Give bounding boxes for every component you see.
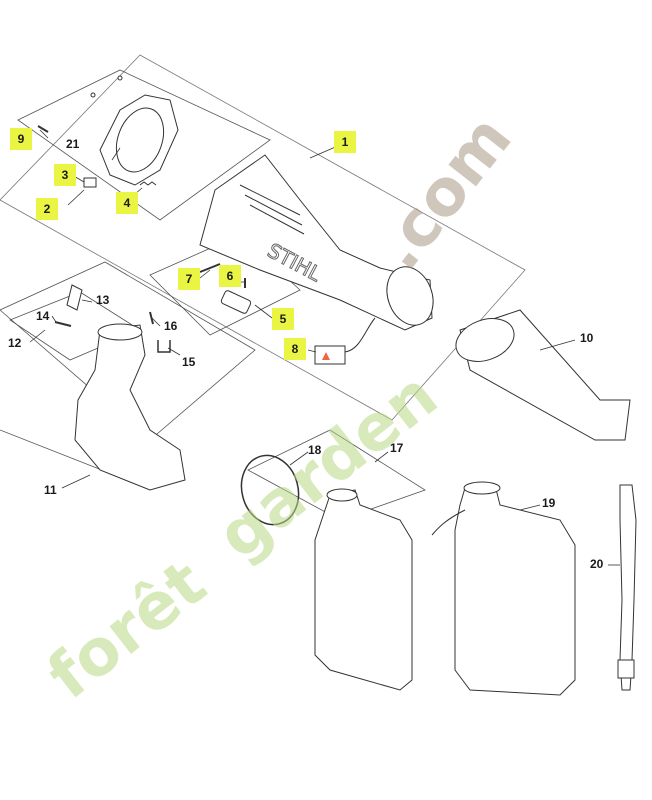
callout-21: 21 [66, 137, 80, 151]
callout-11: 11 [44, 483, 57, 497]
pin-part-14 [54, 321, 72, 327]
callout-6: 6 [219, 265, 241, 287]
nozzle-part [455, 309, 631, 441]
bottle-part [431, 481, 576, 696]
assembly-plane-housing [17, 69, 271, 221]
callout-9: 9 [10, 128, 32, 150]
pin-part-7 [199, 263, 221, 273]
blower-tube-part: STIHL [199, 154, 434, 331]
screw-part-16 [149, 311, 154, 325]
o-ring-part [240, 454, 300, 526]
canister-part [314, 488, 413, 691]
callout-12: 12 [8, 336, 22, 350]
callout-5: 5 [272, 308, 294, 330]
washer-part-3 [83, 177, 97, 188]
callout-13: 13 [96, 293, 110, 307]
intake-elbow-part [74, 323, 186, 491]
callout-19: 19 [542, 496, 556, 510]
bracket-part-15 [157, 340, 171, 353]
warning-label-part-8 [314, 345, 346, 365]
callout-10: 10 [580, 331, 594, 345]
callout-14: 14 [36, 309, 50, 323]
callout-1: 1 [334, 131, 356, 153]
callout-8: 8 [284, 338, 306, 360]
callout-3: 3 [54, 164, 76, 186]
callout-2: 2 [36, 198, 58, 220]
latch-part-13 [66, 284, 83, 311]
leader-lines [29, 129, 620, 566]
strap-part [617, 484, 637, 691]
callout-4: 4 [116, 192, 138, 214]
callout-17: 17 [390, 441, 404, 455]
clip-part-5 [220, 290, 252, 314]
callout-16: 16 [164, 319, 178, 333]
callout-20: 20 [590, 557, 604, 571]
housing-ring-part [90, 75, 179, 186]
assembly-plane-bottles [247, 429, 426, 521]
callout-18: 18 [308, 443, 322, 457]
callout-15: 15 [182, 355, 196, 369]
spring-part-4 [139, 181, 157, 186]
assembly-plane-main [0, 54, 526, 421]
screw-part-9 [37, 125, 49, 133]
callout-7: 7 [178, 268, 200, 290]
